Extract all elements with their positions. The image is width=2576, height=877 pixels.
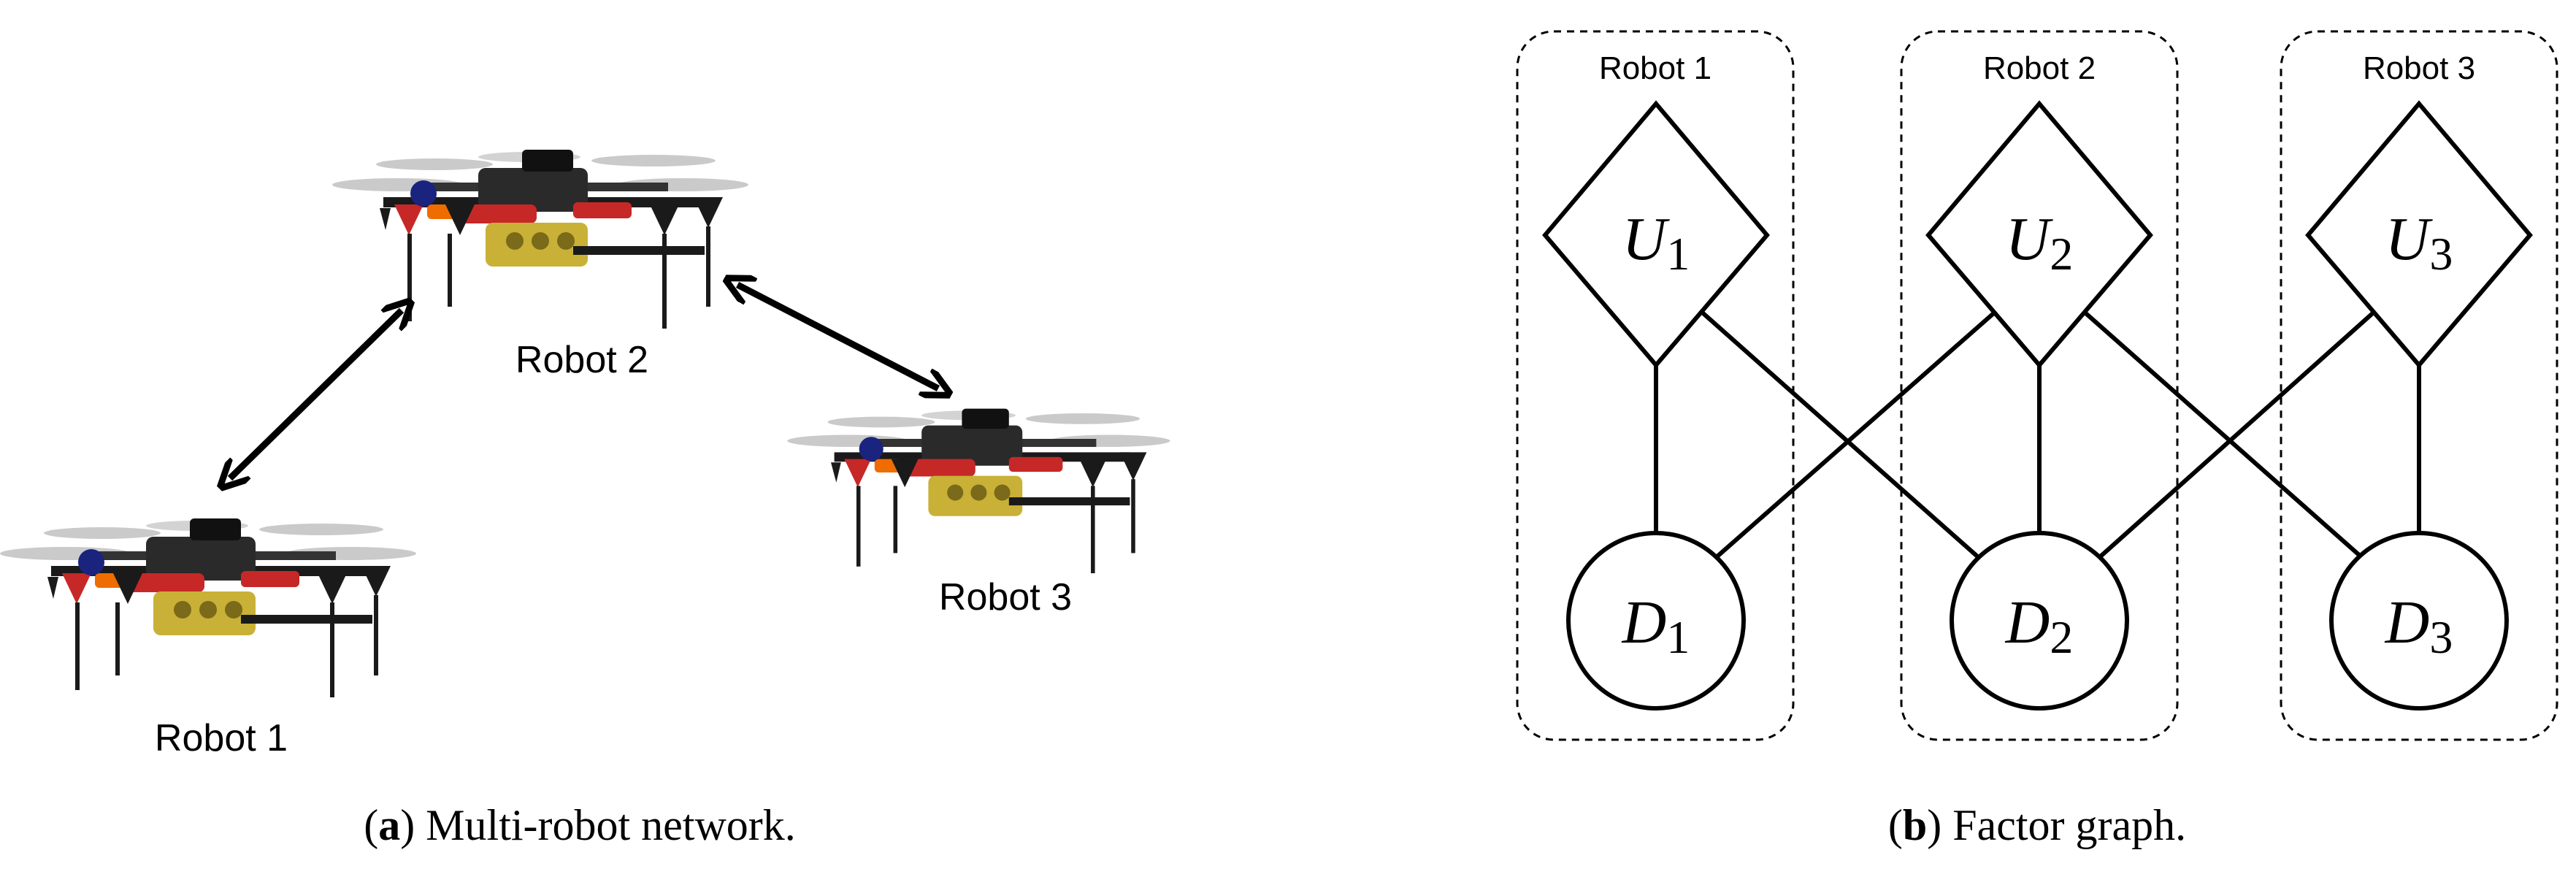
factor-graph-edges [1654,308,2421,563]
robot-1-drone-image [0,518,416,697]
edge-u1-d2 [1698,308,1984,563]
edge-u2-d1 [1711,308,1998,563]
factor-node-u2 [1925,100,2153,369]
factor-node-u3 [2305,100,2533,369]
variable-node-d1 [1566,531,1746,711]
factor-node-u1 [1542,100,1770,369]
group-box-robot-1 [1516,30,1795,741]
group-label-robot-3: Robot 3 [2363,50,2475,86]
variable-node-d2 [1950,531,2129,711]
group-label-robot-1: Robot 1 [1599,50,1711,86]
variable-label-d1: D1 [1622,589,1690,663]
panel-a-caption: (a) Multi-robot network. [364,801,796,849]
panel-b-caption: (b) Factor graph. [1888,801,2186,849]
variable-label-d3: D3 [2385,589,2453,663]
group-box-robot-2 [1900,30,2179,741]
panel-b-factor-graph: Robot 1 Robot 2 Robot 3 U1 U2 U3 D1 D2 D… [1516,30,2558,849]
edge-u3-d2 [2094,308,2377,563]
variable-node-d3 [2329,531,2509,711]
edge-u2-d3 [2081,308,2367,563]
group-label-robot-2: Robot 2 [1983,50,2096,86]
factor-label-u1: U1 [1622,205,1690,280]
robot-3-label: Robot 3 [939,576,1072,619]
factor-label-u3: U3 [2385,205,2453,280]
panel-a-robot-network: Robot 1 Robot 2 Robot 3 (a) Multi-robot … [0,150,1170,849]
robot-2-label: Robot 2 [515,339,648,381]
group-box-robot-3 [2280,30,2558,741]
variable-label-d2: D2 [2005,589,2074,663]
robot-2-drone-image [332,150,748,329]
robot-3-drone-image [787,408,1170,573]
link-arrow-robot1-robot2 [230,310,402,478]
link-arrow-robot2-robot3 [737,285,938,388]
factor-label-u2: U2 [2006,205,2074,280]
robot-1-label: Robot 1 [155,717,288,759]
